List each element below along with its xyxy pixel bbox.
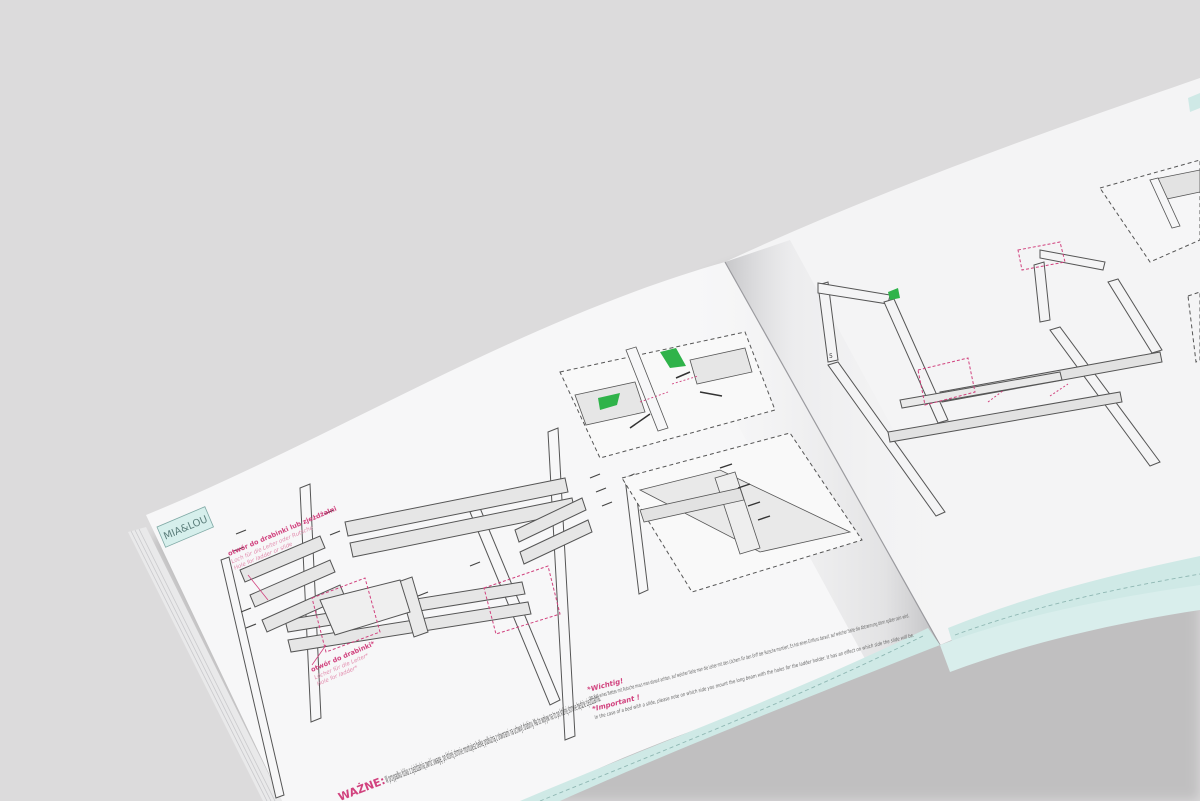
post [1039, 249, 1106, 271]
pink-arrows [987, 383, 1069, 403]
right-mint-lower [940, 585, 1200, 672]
right-page [725, 78, 1200, 645]
slat [519, 519, 593, 565]
post [883, 298, 949, 424]
spine [724, 261, 941, 646]
right-dashed-line [954, 573, 1200, 636]
green-marker [598, 393, 620, 410]
post [220, 556, 285, 799]
detail-box-top [559, 331, 776, 459]
callout-leaders [247, 574, 327, 666]
post [817, 281, 839, 363]
rail [344, 477, 569, 537]
screws [233, 473, 613, 629]
panel [689, 347, 753, 385]
rail [899, 371, 1063, 409]
detail-box-bottom [621, 432, 863, 593]
assembly-diagram-left [220, 427, 649, 799]
callout-boxes-right [917, 241, 1066, 406]
detail-box-right-top [1099, 159, 1200, 263]
page-edge-lines [130, 528, 276, 801]
slat [249, 559, 336, 608]
beam-number: 5 [829, 353, 833, 360]
post [1033, 261, 1051, 323]
rail [639, 487, 745, 523]
spine-shade-right [725, 240, 1000, 645]
left-mint-band [520, 628, 940, 801]
post [827, 361, 946, 517]
rail [887, 391, 1123, 443]
green-marker-right [888, 288, 900, 300]
left-dashed-line [539, 634, 926, 801]
callout-boxes-left [311, 565, 561, 653]
post [1107, 278, 1163, 354]
assembly-diagram-right [817, 249, 1163, 517]
post [625, 346, 669, 432]
slat [514, 497, 587, 543]
detail-box-right-bottom [1187, 291, 1200, 363]
left-page-stack [128, 527, 282, 801]
slide-guard [397, 576, 429, 638]
right-corner-tab [1188, 93, 1200, 112]
slat [239, 535, 326, 583]
slide-guard [319, 579, 411, 636]
green-marker [660, 348, 686, 368]
rail [287, 601, 532, 653]
